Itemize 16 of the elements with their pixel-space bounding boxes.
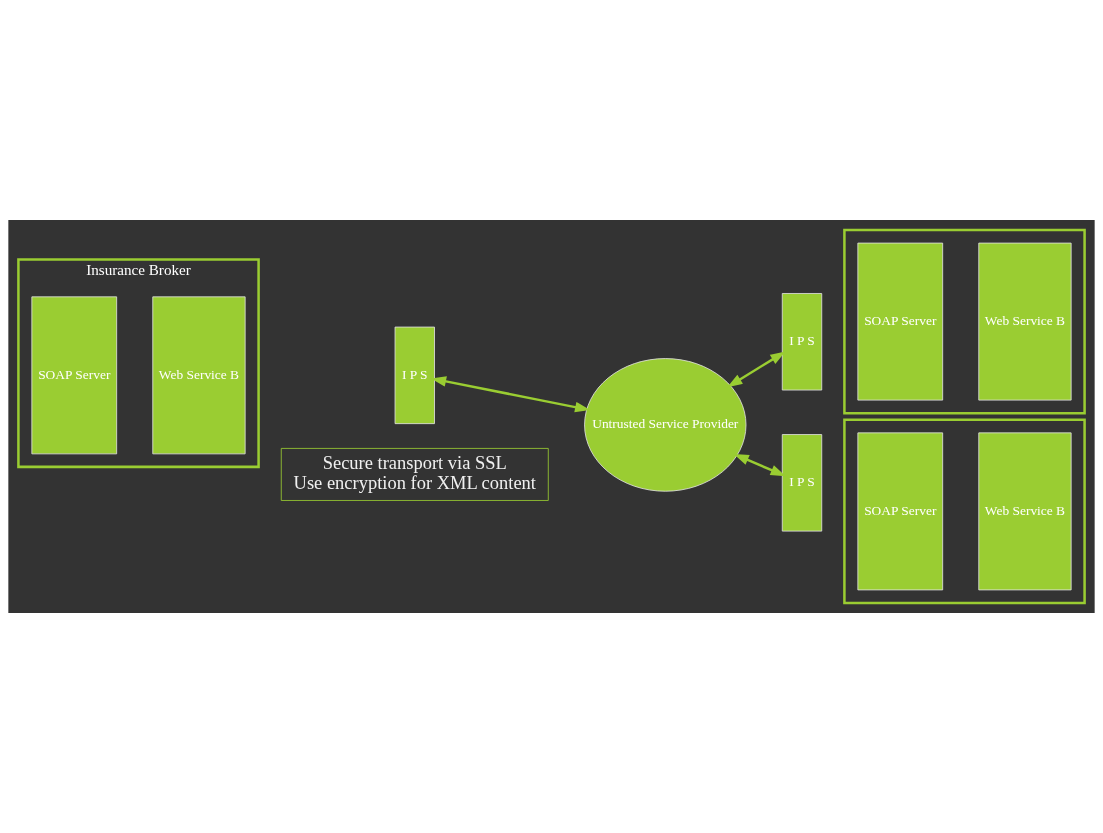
node-box: Web Service B [152,296,246,455]
arrow [431,376,591,413]
node-box: I P S [781,293,823,391]
node-box: Web Service B [978,242,1072,401]
arrow [733,453,786,477]
cluster [843,228,1086,415]
cluster [843,418,1086,605]
node-box: SOAP Server [31,296,118,455]
node-box: SOAP Server [857,242,944,401]
node-box: SOAP Server [857,432,944,591]
node-box: Web Service B [978,432,1072,591]
node-box: I P S [394,326,435,425]
node-ellipse: Untrusted Service Provider [584,358,747,492]
node-box: I P S [781,434,823,532]
arrow [727,351,786,388]
node-box: Secure transport via SSL Use encryption for XML content [280,448,549,501]
